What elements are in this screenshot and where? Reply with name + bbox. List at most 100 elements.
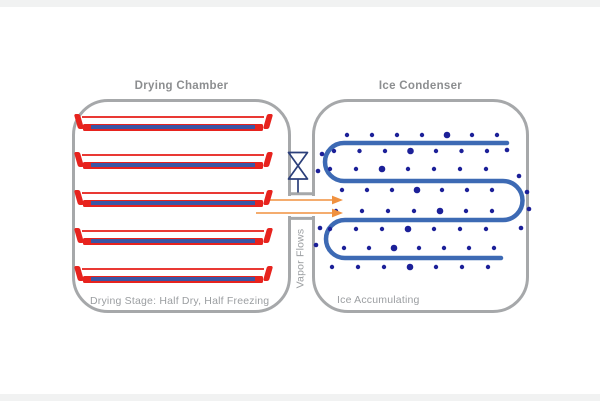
product-layer xyxy=(91,277,255,281)
ice-dot xyxy=(433,148,439,154)
product-layer xyxy=(91,163,255,167)
ice-dot xyxy=(353,226,359,232)
ice-dot xyxy=(463,208,469,214)
ice-dot xyxy=(524,189,530,195)
ice-dot xyxy=(355,264,361,270)
condenser-coil xyxy=(322,140,525,261)
ice-dot xyxy=(439,187,445,193)
product-layer xyxy=(91,125,255,129)
ice-dot xyxy=(327,226,333,232)
ice-dot xyxy=(382,148,388,154)
ice-dot xyxy=(494,132,500,138)
ice-dot xyxy=(317,225,323,231)
ice-dot xyxy=(483,226,489,232)
ice-dot xyxy=(416,245,422,251)
ice-dot xyxy=(411,208,417,214)
ice-accumulating-caption: Ice Accumulating xyxy=(337,294,420,306)
ice-dot xyxy=(436,207,444,215)
ice-dot xyxy=(390,244,398,252)
ice-dot xyxy=(379,226,385,232)
shelf-tray xyxy=(83,237,263,245)
shelf-tray xyxy=(83,199,263,207)
letterbox-top xyxy=(0,0,600,7)
ice-dot xyxy=(457,166,463,172)
ice-dot xyxy=(459,264,465,270)
ice-dot xyxy=(315,168,321,174)
shelf-rim xyxy=(82,154,264,156)
ice-dot xyxy=(489,208,495,214)
drying-chamber-title: Drying Chamber xyxy=(134,80,229,92)
duct-opening-right xyxy=(307,196,320,216)
ice-dot xyxy=(466,245,472,251)
shelf xyxy=(73,152,273,170)
ice-dot xyxy=(319,151,325,157)
product-layer xyxy=(91,239,255,243)
ice-dot xyxy=(339,187,345,193)
ice-dot xyxy=(441,245,447,251)
ice-dot xyxy=(516,173,522,179)
ice-dot xyxy=(406,263,414,271)
ice-dot xyxy=(518,225,524,231)
shelf-rim xyxy=(82,230,264,232)
shelf xyxy=(73,266,273,284)
ice-dot xyxy=(431,166,437,172)
shelf-tray xyxy=(83,275,263,283)
shelf-tray xyxy=(83,123,263,131)
ice-dot xyxy=(469,132,475,138)
ice-dot xyxy=(433,264,439,270)
ice-dot xyxy=(344,132,350,138)
ice-dot xyxy=(364,187,370,193)
product-layer xyxy=(91,201,255,205)
ice-dot xyxy=(366,245,372,251)
ice-dot xyxy=(419,132,425,138)
valve-icon xyxy=(287,151,309,193)
ice-dot xyxy=(404,225,412,233)
ice-dot xyxy=(491,245,497,251)
ice-dot xyxy=(394,132,400,138)
shelf-rim xyxy=(82,192,264,194)
ice-dot xyxy=(457,226,463,232)
ice-dot xyxy=(485,264,491,270)
ice-dot xyxy=(407,147,414,155)
ice-dot xyxy=(378,165,386,173)
letterbox-bottom xyxy=(0,394,600,401)
shelf-tray xyxy=(83,161,263,169)
ice-dot xyxy=(405,166,411,172)
ice-dot xyxy=(369,132,375,138)
ice-dot xyxy=(483,166,489,172)
duct-opening-left xyxy=(283,196,296,216)
ice-dot xyxy=(484,148,490,154)
ice-dot xyxy=(464,187,470,193)
ice-dot xyxy=(359,208,365,214)
ice-dot xyxy=(353,166,359,172)
ice-dot xyxy=(526,206,532,212)
ice-dot xyxy=(431,226,437,232)
ice-dot xyxy=(385,208,391,214)
ice-dot xyxy=(327,166,333,172)
ice-dot xyxy=(313,242,319,248)
ice-dot xyxy=(381,264,387,270)
ice-particles xyxy=(313,131,532,271)
shelf xyxy=(73,114,273,132)
ice-dot xyxy=(331,148,337,154)
ice-dot xyxy=(489,187,495,193)
ice-dot xyxy=(459,148,464,154)
vapor-arrow-head xyxy=(332,208,343,218)
ice-dot xyxy=(357,148,362,154)
duct-connectors xyxy=(289,192,314,220)
ice-condenser-title: Ice Condenser xyxy=(378,80,463,92)
ice-dot xyxy=(413,186,421,194)
shelf xyxy=(73,228,273,246)
ice-dot xyxy=(504,147,510,153)
ice-dot xyxy=(329,264,335,270)
drying-stage-caption: Drying Stage: Half Dry, Half Freezing xyxy=(90,295,270,307)
vapor-flow-arrows xyxy=(256,195,343,218)
ice-dot xyxy=(341,245,347,251)
shelf-rim xyxy=(82,268,264,270)
ice-dot xyxy=(389,187,395,193)
vapor-arrow-head xyxy=(332,195,343,205)
shelf-rim xyxy=(82,116,264,118)
shelf xyxy=(73,190,273,208)
